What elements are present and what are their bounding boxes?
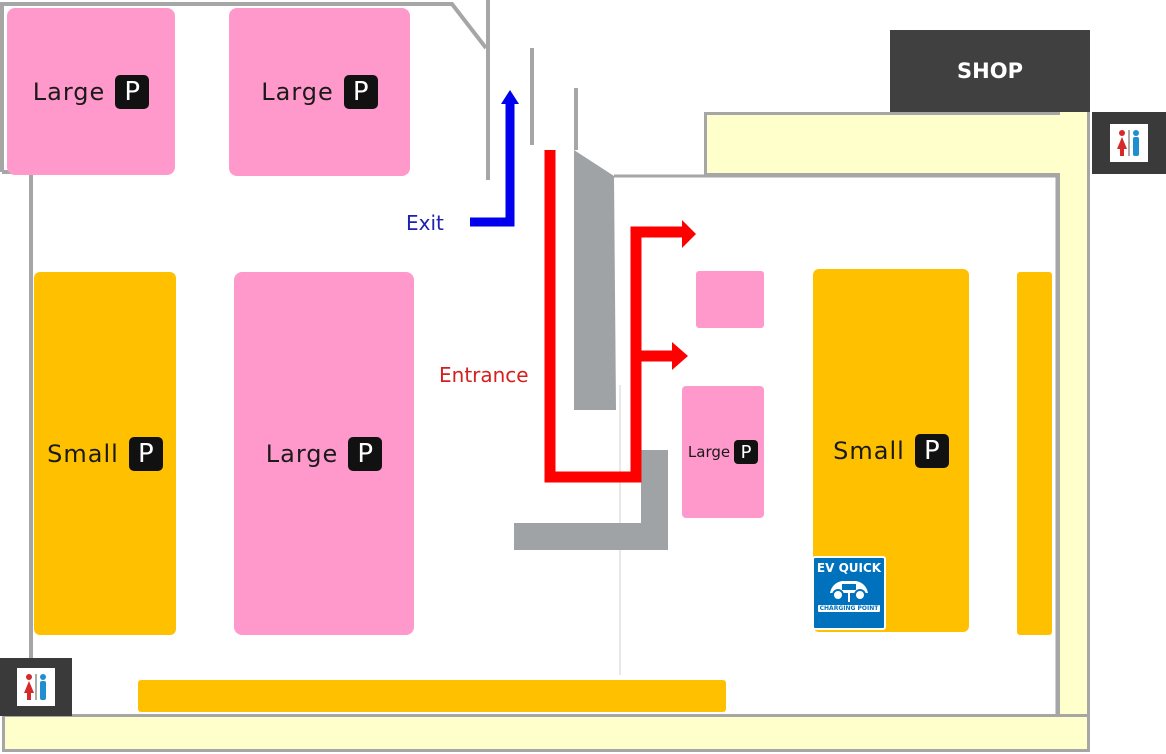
parking-zone-small-left[interactable]: Small P	[34, 272, 176, 635]
parking-p-icon: P	[128, 436, 163, 471]
parking-strip-right	[1017, 272, 1052, 635]
restroom-right[interactable]	[1092, 112, 1166, 174]
zone-label: Small	[833, 436, 905, 465]
entrance-label: Entrance	[439, 363, 529, 387]
exit-label: Exit	[406, 211, 444, 235]
parking-zone-large-right[interactable]: Large P	[682, 386, 764, 518]
restroom-icon	[1117, 130, 1139, 156]
zone-label: Large	[687, 443, 731, 461]
shop-label: SHOP	[957, 59, 1023, 83]
parking-p-icon: P	[115, 74, 150, 109]
parking-zone-large-center[interactable]: Large P	[234, 272, 414, 635]
walkway-right	[1057, 112, 1090, 724]
right-arrow-icon	[672, 342, 688, 370]
parking-p-icon: P	[914, 433, 949, 468]
shop-building[interactable]: SHOP	[890, 30, 1090, 112]
restroom-left[interactable]	[0, 658, 72, 716]
restroom-icon	[24, 674, 46, 700]
parking-strip-bottom	[138, 680, 726, 712]
parking-p-icon: P	[348, 436, 383, 471]
right-arrow-icon	[682, 220, 696, 248]
ev-charging-sign[interactable]: EV QUICK CHARGING POINT	[812, 556, 886, 630]
parking-zone-large-top-left[interactable]: Large P	[7, 8, 175, 175]
ev-sign-title: EV QUICK	[816, 561, 882, 575]
up-arrow-icon	[501, 90, 519, 104]
ev-sign-subtitle: CHARGING POINT	[817, 605, 881, 612]
parking-p-icon: P	[343, 75, 378, 109]
zone-label: Small	[47, 439, 119, 468]
parking-p-icon: P	[734, 440, 759, 464]
walkway-bottom	[2, 714, 1090, 752]
zone-label: Large	[265, 439, 339, 468]
walkway-top-fill	[707, 115, 1087, 173]
parking-zone-small-pink[interactable]	[696, 271, 764, 328]
zone-label: Large	[261, 78, 334, 106]
parking-zone-large-top-center[interactable]: Large P	[229, 8, 410, 176]
zone-label: Large	[32, 77, 106, 106]
ev-car-charging-icon	[830, 581, 868, 602]
